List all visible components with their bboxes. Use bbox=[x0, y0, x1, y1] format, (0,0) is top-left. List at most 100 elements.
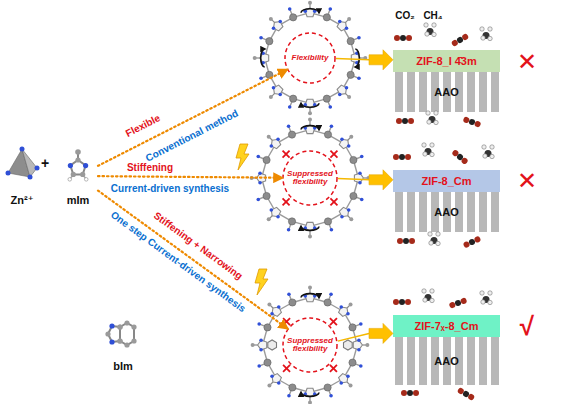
nitrogen-atom bbox=[339, 305, 343, 309]
suppressed-mark bbox=[283, 365, 290, 372]
methyl-carbon bbox=[269, 95, 273, 99]
zif-cage-layer bbox=[250, 1, 371, 404]
nitrogen-atom bbox=[328, 105, 332, 109]
zinc-node: Zn²⁺ bbox=[4, 146, 40, 206]
rotation-arrow bbox=[301, 103, 319, 107]
molecule-icon bbox=[58, 146, 98, 184]
nitrogen-atom bbox=[270, 144, 274, 148]
block-arrow bbox=[369, 323, 393, 343]
co2-molecule bbox=[451, 33, 470, 47]
tetrahedron-face bbox=[22, 149, 37, 177]
annotation-label: + bbox=[41, 156, 49, 170]
annotation-label: √ bbox=[520, 313, 534, 339]
aao-support: AAO bbox=[393, 72, 500, 112]
nitrogen-atom bbox=[259, 36, 263, 40]
imidazolate-ring bbox=[274, 85, 283, 94]
nitrogen-atom bbox=[359, 322, 363, 326]
alumina-pillar bbox=[395, 192, 403, 232]
membrane-label: ZIF-7ₓ-8_Cm bbox=[415, 321, 479, 332]
nitrogen-atom bbox=[357, 348, 361, 352]
co2-molecule bbox=[457, 387, 476, 401]
co2-molecule bbox=[397, 238, 415, 244]
nitrogen-atom bbox=[68, 163, 73, 168]
flexibility-circle: Suppressed flexibility bbox=[282, 150, 338, 206]
alumina-pillar bbox=[419, 192, 427, 232]
methyl-carbon bbox=[363, 56, 367, 60]
hydrogen-atom bbox=[84, 178, 88, 182]
connector bbox=[338, 170, 393, 190]
nitrogen-atom bbox=[357, 76, 361, 80]
nitrogen-atom bbox=[109, 323, 114, 328]
nitrogen-atom bbox=[272, 86, 276, 90]
zinc-atom bbox=[324, 384, 331, 391]
methyl-carbon bbox=[308, 400, 312, 404]
rotation-arrow bbox=[301, 226, 319, 230]
zinc-atom bbox=[347, 71, 354, 78]
nitrogen-atom bbox=[257, 364, 261, 368]
thin-arrow-shaft bbox=[338, 179, 369, 180]
carbon-atom bbox=[117, 324, 122, 329]
annotation-label: Stiffening bbox=[127, 163, 173, 173]
suppressed-mark bbox=[283, 198, 290, 205]
nitrogen-atom bbox=[347, 208, 351, 212]
imidazolate-ring bbox=[271, 139, 280, 148]
nitrogen-atom bbox=[340, 138, 344, 142]
zinc-atom bbox=[288, 218, 295, 225]
carbon-atom bbox=[131, 338, 136, 343]
suppressed-mark bbox=[283, 198, 290, 205]
tetrahedron-icon bbox=[4, 146, 40, 180]
annotation-label: Flexible bbox=[124, 113, 162, 139]
co2-molecule bbox=[396, 118, 414, 124]
zinc-atom bbox=[323, 95, 330, 102]
alumina-pillar bbox=[491, 337, 499, 385]
connector bbox=[338, 323, 393, 343]
thin-arrow-shaft bbox=[336, 59, 369, 60]
nitrogen-atom bbox=[257, 322, 261, 326]
suppressed-mark bbox=[330, 198, 337, 205]
suppressed-mark bbox=[330, 365, 337, 372]
methyl-carbon bbox=[347, 17, 351, 21]
block-arrow bbox=[369, 50, 393, 70]
annotation-label: CH₄ bbox=[423, 11, 442, 21]
zif-cage bbox=[251, 286, 370, 404]
nitrogen-atom bbox=[345, 26, 349, 30]
nitrogen-atom bbox=[258, 171, 262, 175]
flexibility-circle: Suppressed flexibility bbox=[282, 317, 338, 373]
nitrogen-atom bbox=[357, 36, 361, 40]
zinc-atom bbox=[289, 384, 296, 391]
zinc-atom bbox=[350, 192, 357, 199]
lightning-bolt bbox=[236, 144, 249, 170]
nitrogen-atom bbox=[83, 163, 88, 168]
nitrogen-atom bbox=[347, 144, 351, 148]
zinc-atom bbox=[264, 324, 271, 331]
zinc-atom bbox=[323, 14, 330, 21]
suppressed-mark bbox=[330, 318, 337, 325]
nitrogen-atom bbox=[339, 381, 343, 385]
molecule-icon bbox=[98, 316, 148, 352]
suppressed-mark bbox=[283, 318, 290, 325]
circle-label: Suppressed flexibility bbox=[286, 170, 334, 187]
zif-cage bbox=[253, 1, 368, 116]
support-label: AAO bbox=[434, 87, 458, 98]
nitrogen-atom bbox=[6, 171, 11, 176]
annotation-label: Current-driven synthesis bbox=[111, 184, 229, 194]
alumina-pillar bbox=[479, 337, 487, 385]
zinc-atom bbox=[324, 131, 331, 138]
co2-molecule bbox=[463, 235, 482, 248]
nitrogen-atom bbox=[28, 175, 33, 180]
alumina-pillar bbox=[395, 337, 403, 385]
rotation-arrow bbox=[301, 294, 319, 298]
dotted-arrow bbox=[98, 191, 287, 329]
nitrogen-atom bbox=[359, 364, 363, 368]
methyl-carbon bbox=[365, 343, 369, 347]
methyl-carbon bbox=[308, 1, 312, 5]
nitrogen-atom bbox=[258, 181, 262, 185]
membrane-label: ZIF-8_I 4̄3m bbox=[416, 56, 477, 67]
rotation-arrow bbox=[301, 126, 319, 130]
ion-label: Zn²⁺ bbox=[4, 194, 40, 206]
co2-molecule bbox=[463, 116, 482, 128]
nitrogen-atom bbox=[338, 93, 342, 97]
suppressed-mark bbox=[330, 151, 337, 158]
nitrogen-atom bbox=[346, 312, 350, 316]
